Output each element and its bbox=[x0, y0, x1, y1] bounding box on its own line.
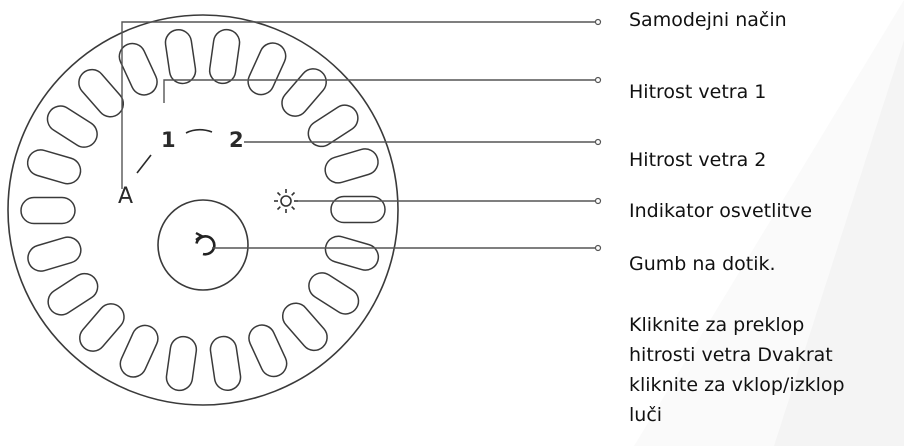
label-touch-button: Gumb na dotik. bbox=[629, 253, 776, 275]
label-wind-speed-1: Hitrost vetra 1 bbox=[629, 81, 766, 103]
speed-2-mark: 2 bbox=[229, 128, 244, 152]
description-line: hitrosti vetra Dvakrat bbox=[629, 340, 899, 370]
vent-slot bbox=[21, 197, 75, 223]
description-line: kliknite za vklop/izklop bbox=[629, 370, 899, 400]
touch-button-description: Kliknite za preklop hitrosti vetra Dvakr… bbox=[629, 310, 899, 430]
touch-button-ring[interactable] bbox=[158, 200, 248, 290]
leader-endpoints bbox=[596, 20, 601, 251]
label-auto-mode: Samodejni način bbox=[629, 9, 787, 31]
control-panel-disc: A 1 2 bbox=[8, 15, 398, 405]
description-line: luči bbox=[629, 400, 899, 430]
description-line: Kliknite za preklop bbox=[629, 310, 899, 340]
auto-mode-mark: A bbox=[118, 184, 133, 209]
label-wind-speed-2: Hitrost vetra 2 bbox=[629, 149, 766, 171]
label-light-indicator: Indikator osvetlitve bbox=[629, 200, 812, 222]
speed-1-mark: 1 bbox=[161, 128, 176, 152]
sun-icon bbox=[274, 189, 298, 213]
